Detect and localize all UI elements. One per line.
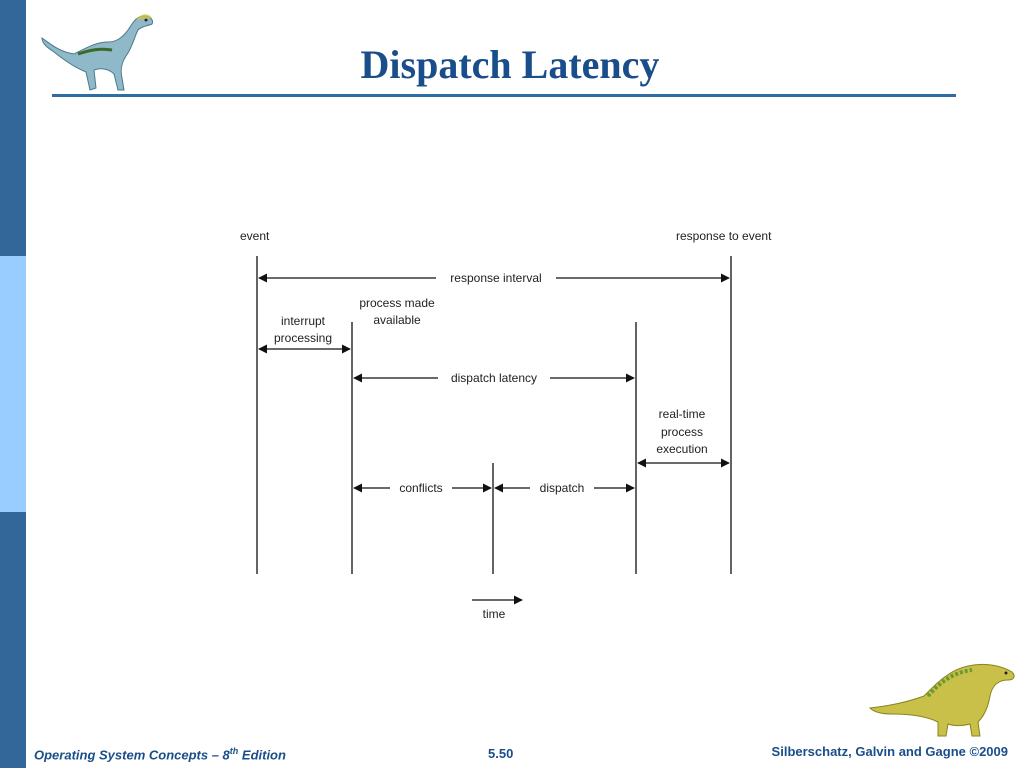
label-response-to-event: response to event xyxy=(676,229,772,243)
footer-page-number: 5.50 xyxy=(488,746,514,761)
footer-book-title: Operating System Concepts – 8th Edition xyxy=(34,746,286,762)
sidebar-top xyxy=(0,0,26,256)
label-event: event xyxy=(240,229,270,243)
footer-book-title-prefix: Operating System Concepts – 8 xyxy=(34,747,230,763)
label-dispatch-latency: dispatch latency xyxy=(451,371,537,385)
label-interrupt-2: processing xyxy=(274,331,332,345)
title-divider xyxy=(52,94,956,97)
dinosaur-logo-bottom xyxy=(868,663,1015,737)
label-response-interval: response interval xyxy=(450,271,541,285)
dinosaur-logo-top xyxy=(41,14,153,91)
page-title: Dispatch Latency xyxy=(360,42,660,87)
label-process-made-2: available xyxy=(373,313,421,327)
label-conflicts: conflicts xyxy=(399,481,442,495)
sidebar-middle xyxy=(0,256,26,512)
label-dispatch: dispatch xyxy=(540,481,585,495)
footer-copyright: Silberschatz, Galvin and Gagne ©2009 xyxy=(771,744,1008,759)
label-realtime-1: real-time xyxy=(659,407,706,421)
label-process-made-1: process made xyxy=(359,296,435,310)
label-realtime-3: execution xyxy=(656,442,707,456)
sidebar-bottom xyxy=(0,512,26,768)
footer-book-title-sup: th xyxy=(229,746,239,756)
label-interrupt-1: interrupt xyxy=(281,314,326,328)
label-realtime-2: process xyxy=(661,425,703,439)
label-time: time xyxy=(483,607,506,621)
footer-book-title-suffix: Edition xyxy=(238,747,286,763)
